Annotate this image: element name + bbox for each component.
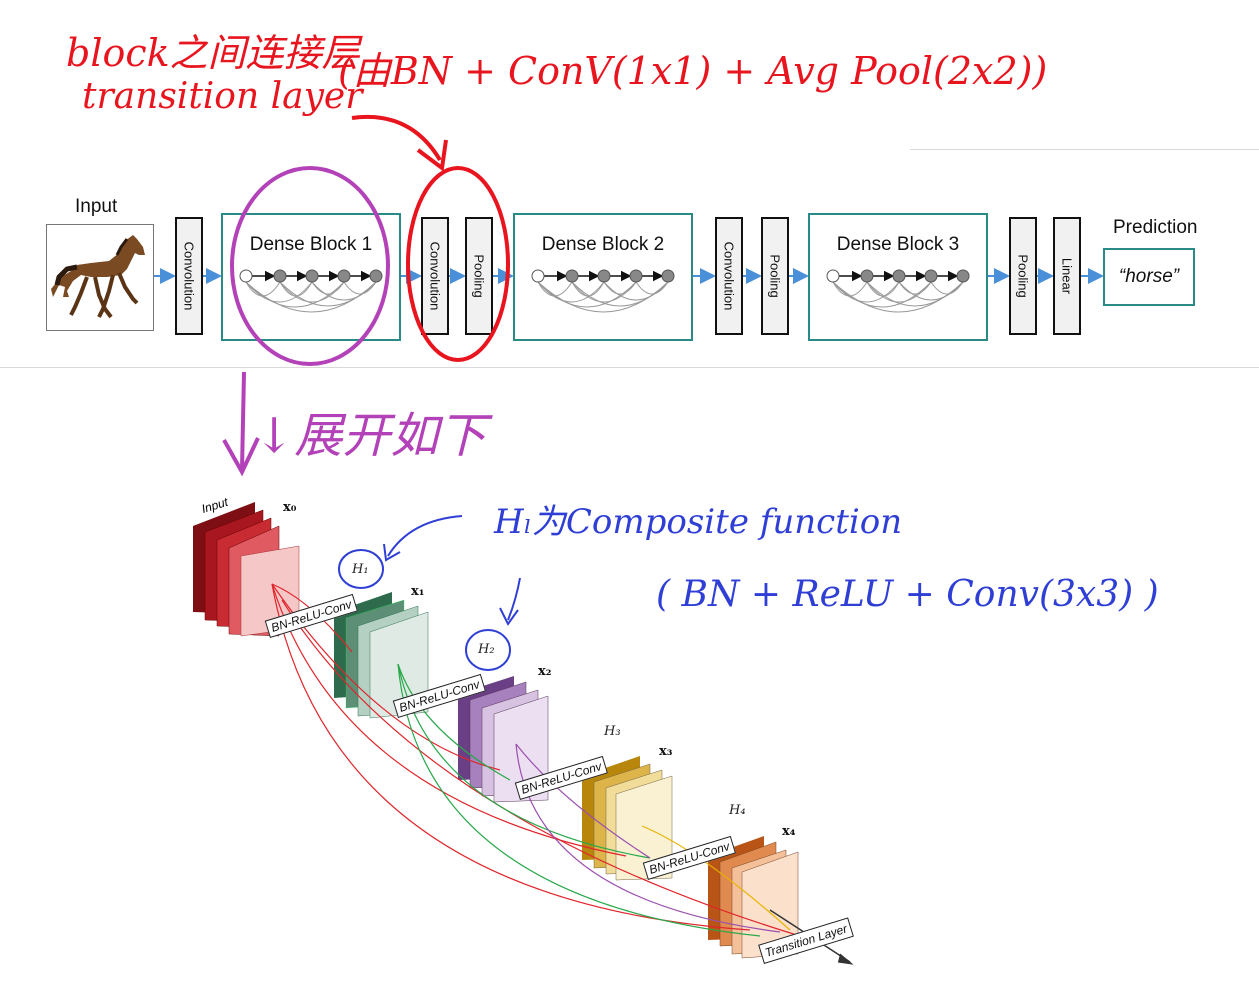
composite-note-line2: ( BN + ReLU + Conv(3x3) ) (656, 574, 1159, 615)
x3-label: x₃ (659, 744, 673, 759)
red-arrow (351, 115, 442, 162)
dense-block-node-graphs (239, 0, 1259, 400)
x1-label: x₁ (411, 584, 425, 599)
x1-feature-stack (334, 592, 429, 719)
x1-connections (397, 663, 761, 937)
dense-block-1-title: Dense Block 1 (249, 234, 373, 255)
top-rule (910, 149, 1259, 150)
input-label: Input (75, 196, 118, 217)
x4-label: x₄ (782, 824, 796, 839)
transition-note-line1: block之间连接层 (66, 31, 360, 75)
expand-note: ↓展开如下 (254, 408, 487, 464)
dense-block-3-title: Dense Block 3 (836, 234, 960, 255)
prediction-output: “horse” (1103, 248, 1195, 306)
conv-layer-2: Convolution (715, 217, 743, 335)
x0-label: x₀ (283, 500, 297, 515)
pool-layer-3: Pooling (1009, 217, 1037, 335)
prediction-label: Prediction (1113, 217, 1198, 238)
h3-label: H₃ (604, 724, 621, 739)
input-image (46, 224, 154, 331)
blue-pointer-h2 (507, 577, 521, 621)
dense-block-2-title: Dense Block 2 (541, 234, 665, 255)
conv-layer-0: Convolution (175, 217, 203, 335)
blue-circle-h2 (465, 629, 511, 671)
transition-formula-note: (由BN + ConV(1x1) + Avg Pool(2x2)) (338, 49, 1048, 93)
linear-layer: Linear (1053, 217, 1081, 335)
x2-label: x₂ (538, 664, 552, 679)
annotation-strokes (222, 115, 510, 477)
purple-circle (230, 166, 390, 366)
blue-pointer-h1 (387, 515, 463, 557)
blue-circle-h1 (338, 549, 384, 589)
h1-label: H₁ (352, 562, 369, 577)
pool-layer-2: Pooling (761, 217, 789, 335)
h4-label: H₄ (729, 803, 746, 818)
x3-connections (641, 825, 791, 931)
x3-feature-stack (582, 756, 673, 881)
composite-note-line1: Hₗ为Composite function (494, 502, 903, 542)
h2-label: H₂ (478, 642, 495, 657)
conv-layer-1: Convolution (421, 217, 449, 335)
red-circle (406, 166, 510, 362)
purple-arrow (240, 371, 246, 471)
transition-note-line2: transition layer (82, 76, 363, 117)
architecture-arrows (154, 268, 1104, 284)
x0-feature-stack (193, 502, 300, 637)
dense-block-1-graph (239, 269, 383, 313)
horse-image-icon (51, 235, 145, 319)
mid-rule (0, 367, 1259, 368)
pool-layer-1: Pooling (465, 217, 493, 335)
